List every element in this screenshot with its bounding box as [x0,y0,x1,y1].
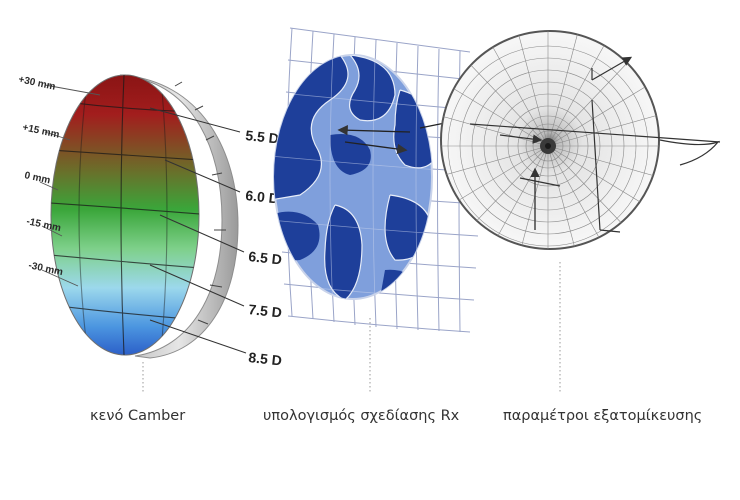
mm-label-plus30: +30 mm [17,74,56,93]
lens-rim [119,74,239,359]
diopter-label-7-5: 7.5 D [248,301,283,320]
diopter-label-8-5: 8.5 D [248,349,283,368]
caption-camber-blank: κενό Camber [90,408,186,424]
diopter-label-6-0: 6.0 D [245,187,280,206]
diopter-label-5-5: 5.5 D [245,127,280,146]
caption-personalization: παραμέτροι εξατομίκευσης [503,408,703,424]
mm-label-plus15: +15 mm [21,122,60,141]
personalization-sphere [440,30,721,392]
camber-lens: +30 mm +15 mm 0 mm -15 mm -30 mm 5.5 D 6… [17,74,283,392]
lens-face [50,74,200,356]
rx-design-map [273,27,479,392]
diopter-label-6-5: 6.5 D [248,248,283,267]
caption-rx-design: υπολογισμός σχεδίασης Rx [263,408,460,424]
mm-label-zero: 0 mm [23,170,51,186]
